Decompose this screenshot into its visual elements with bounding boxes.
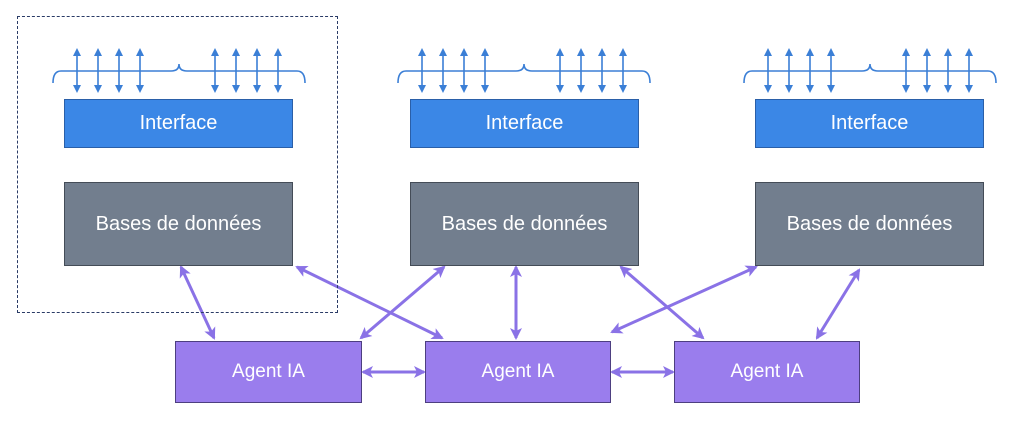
connector-db3-agent3	[815, 268, 861, 340]
interface-label: Interface	[139, 112, 218, 134]
agent-box-2[interactable]: Agent IA	[425, 341, 611, 403]
agent-label: Agent IA	[232, 361, 305, 382]
connector-db3-agent2	[610, 265, 758, 334]
io-arrow-groups	[52, 48, 997, 93]
database-box-2[interactable]: Bases de données	[410, 182, 639, 266]
connector-arrows	[179, 265, 861, 378]
agent-label: Agent IA	[730, 361, 804, 382]
agent-label: Agent IA	[481, 361, 555, 382]
curly-brace-icon	[52, 63, 306, 84]
database-box-1[interactable]: Bases de données	[64, 182, 293, 266]
interface-label: Interface	[830, 112, 909, 134]
connector-db2-agent1	[359, 265, 446, 340]
agent-box-1[interactable]: Agent IA	[175, 341, 362, 403]
database-label: Bases de données	[786, 212, 953, 235]
selected-system-frame	[17, 16, 338, 313]
interface-box-1[interactable]: Interface	[64, 99, 293, 148]
interface-box-2[interactable]: Interface	[410, 99, 639, 148]
interface-box-3[interactable]: Interface	[755, 99, 984, 148]
database-label: Bases de données	[441, 212, 608, 235]
curly-brace-icon	[743, 63, 997, 84]
curly-brace-icon	[397, 63, 651, 84]
agent-box-3[interactable]: Agent IA	[674, 341, 860, 403]
database-box-3[interactable]: Bases de données	[755, 182, 984, 266]
database-label: Bases de données	[95, 212, 262, 235]
interface-label: Interface	[485, 112, 564, 134]
connector-db1-agent1	[179, 265, 216, 340]
connector-db2-agent3	[619, 265, 705, 340]
